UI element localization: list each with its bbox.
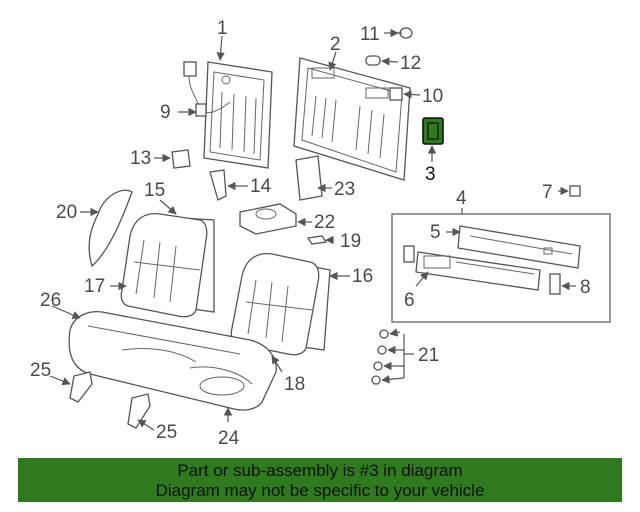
callout-5: 5 — [430, 222, 441, 243]
part-20-bolster[interactable] — [88, 189, 133, 268]
part-6-endplate[interactable] — [403, 245, 415, 263]
seatback-frame-right[interactable] — [293, 57, 411, 181]
info-banner: Part or sub-assembly is #3 in diagram Di… — [18, 458, 622, 502]
group-box-4 — [391, 213, 611, 323]
seatback-frame-left[interactable] — [203, 61, 273, 169]
callout-18: 18 — [284, 374, 305, 395]
callout-1: 1 — [217, 18, 228, 39]
callout-11: 11 — [360, 24, 380, 45]
callout-17: 17 — [84, 276, 105, 297]
callout-20: 20 — [56, 202, 77, 223]
callout-15: 15 — [144, 180, 165, 201]
highlighted-part-3[interactable] — [422, 117, 444, 145]
callout-10: 10 — [422, 86, 443, 107]
callout-labels: 1 2 3 4 5 6 7 8 9 10 11 12 13 14 15 16 1… — [30, 18, 591, 449]
callout-9: 9 — [160, 102, 171, 123]
part-13-bracket[interactable] — [171, 149, 191, 169]
part-14-bracket[interactable] — [209, 169, 227, 201]
banner-line-1: Part or sub-assembly is #3 in diagram — [177, 461, 463, 480]
callout-8: 8 — [580, 277, 591, 298]
seatback-cushion-right[interactable] — [230, 252, 331, 356]
callout-25-left: 25 — [30, 360, 51, 381]
part-8-bracket[interactable] — [549, 273, 561, 295]
callout-3: 3 — [425, 164, 436, 185]
callout-25-right: 25 — [156, 422, 177, 443]
callout-19: 19 — [340, 231, 361, 252]
parts-diagram: 1 2 3 4 5 6 7 8 9 10 11 12 13 14 15 16 1… — [30, 18, 611, 449]
callout-12: 12 — [400, 53, 421, 74]
callout-26: 26 — [40, 290, 61, 311]
seatback-cushion-left[interactable] — [120, 212, 215, 318]
part-21-bolts[interactable] — [371, 329, 389, 385]
callout-7: 7 — [542, 182, 553, 203]
part-23-pad[interactable] — [295, 155, 323, 201]
banner-line-2: Diagram may not be specific to your vehi… — [155, 481, 485, 500]
part-19-clip[interactable] — [306, 235, 328, 245]
part-25-buckle-right[interactable] — [127, 393, 151, 429]
callout-22: 22 — [314, 212, 335, 233]
callout-6: 6 — [404, 290, 415, 311]
part-22-armrest[interactable] — [239, 203, 297, 235]
callout-13: 13 — [130, 148, 151, 169]
seat-cushion[interactable] — [68, 310, 277, 411]
leader-lines — [49, 28, 576, 431]
callout-14: 14 — [250, 176, 272, 197]
part-5-rail[interactable] — [457, 225, 581, 269]
part-12-clip[interactable] — [365, 55, 381, 66]
part-7-cap[interactable] — [569, 185, 581, 197]
callout-2: 2 — [330, 34, 341, 55]
part-10-clip[interactable] — [389, 87, 403, 101]
callout-16: 16 — [352, 266, 373, 287]
part-25-buckle-left[interactable] — [69, 371, 93, 403]
callout-21: 21 — [418, 345, 439, 366]
callout-23: 23 — [334, 179, 355, 200]
part-6-track[interactable] — [415, 251, 541, 291]
callout-24: 24 — [218, 428, 240, 449]
callout-4: 4 — [456, 188, 467, 209]
